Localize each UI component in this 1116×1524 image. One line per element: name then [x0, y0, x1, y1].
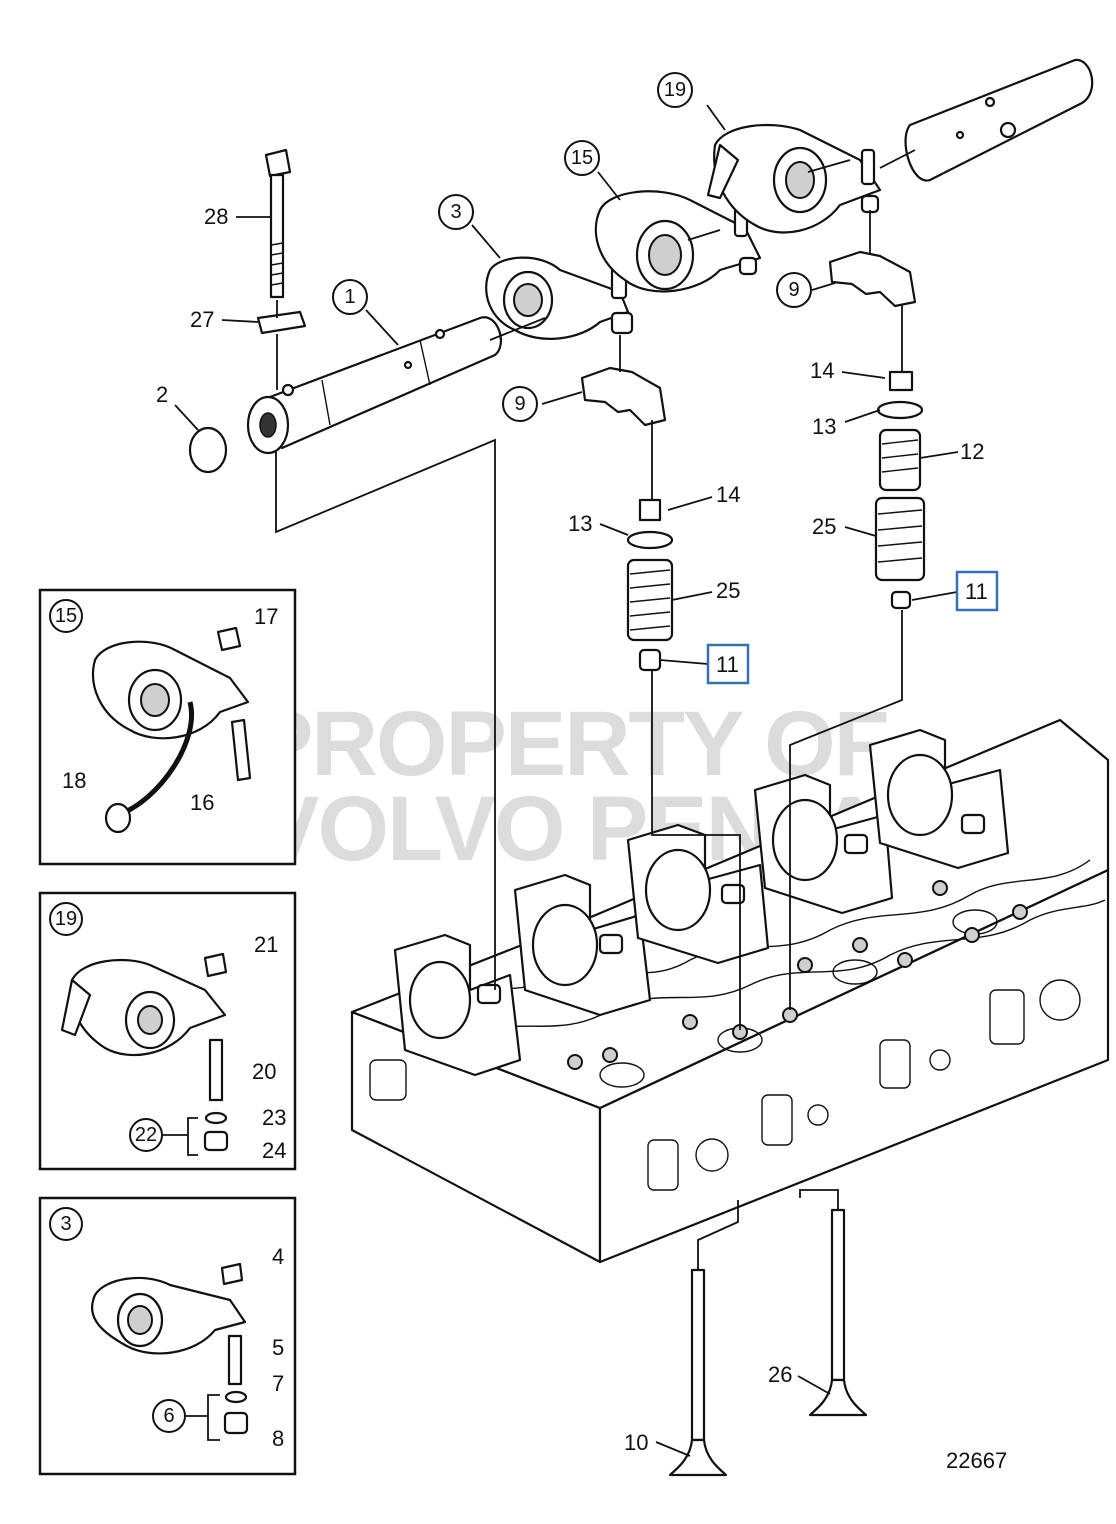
inset-3-id: 3: [60, 1213, 71, 1235]
inset-15-label-18: 18: [62, 768, 86, 793]
inset-19: 19 22 21 20 23 24: [38, 891, 297, 1171]
plug: [188, 426, 228, 474]
svg-text:15: 15: [571, 147, 593, 169]
valve-bridge-right: [828, 250, 917, 308]
callout-10: 10: [624, 1430, 648, 1455]
inset-19-label-23: 23: [262, 1105, 286, 1130]
callout-19: 19: [657, 72, 693, 108]
callout-28: 28: [204, 204, 228, 229]
rocker-shaft-end: [904, 58, 1094, 182]
watermark-line-1: PROPERTY OF: [252, 693, 888, 795]
valve-stack-right: [874, 370, 926, 610]
callout-9-left: 9: [502, 386, 538, 422]
inset-15-id: 15: [55, 605, 77, 627]
rocker-arm-19: [706, 123, 882, 234]
callout-15: 15: [564, 140, 600, 176]
callout-9-right: 9: [776, 272, 812, 308]
callout-11-left: 11: [716, 652, 739, 677]
inset-3-label-7: 7: [272, 1371, 284, 1396]
inset-19-label-20: 20: [252, 1059, 276, 1084]
inset-15-label-16: 16: [190, 790, 214, 815]
callout-13-right: 13: [812, 414, 836, 439]
highlight-box-11-left: [706, 643, 750, 685]
inset-15-label-17: 17: [254, 604, 278, 629]
valve-bridge-left: [580, 366, 667, 427]
inset-3-label-8: 8: [272, 1426, 284, 1451]
callout-12: 12: [960, 439, 984, 464]
callout-2: 2: [156, 382, 168, 407]
inset-19-label-24: 24: [262, 1138, 286, 1163]
valve-stack-left: [626, 498, 674, 672]
svg-text:1: 1: [344, 286, 355, 308]
callout-1: 1: [332, 279, 368, 315]
callout-27: 27: [190, 307, 214, 332]
inset-3-label-5: 5: [272, 1335, 284, 1360]
cylinder-head: [350, 718, 1110, 1264]
svg-text:19: 19: [664, 79, 686, 101]
valve-26: [808, 1208, 868, 1417]
bolt: [264, 148, 292, 299]
valve-seats: [567, 880, 1028, 1088]
callout-14-left: 14: [716, 482, 740, 507]
svg-text:3: 3: [450, 201, 461, 223]
callout-25-left: 25: [716, 578, 740, 603]
inset-3: 3 6 4 5 7 8: [38, 1196, 297, 1476]
svg-text:9: 9: [788, 279, 799, 301]
inset-19-group-22: 22: [135, 1124, 157, 1146]
highlight-box-11-right: [955, 570, 999, 612]
valve-10: [668, 1268, 728, 1477]
rocker-arm-3: [485, 256, 634, 340]
rocker-shaft: [246, 316, 502, 455]
callout-13-left: 13: [568, 511, 592, 536]
inset-19-label-21: 21: [254, 932, 278, 957]
inset-3-label-4: 4: [272, 1244, 284, 1269]
callout-26: 26: [768, 1362, 792, 1387]
callout-11-right: 11: [965, 579, 988, 604]
inset-3-group-6: 6: [163, 1405, 174, 1427]
callout-14-right: 14: [810, 358, 834, 383]
callout-3: 3: [438, 194, 474, 230]
inset-19-id: 19: [55, 908, 77, 930]
drawing-number: 22667: [946, 1448, 1007, 1473]
svg-text:9: 9: [514, 393, 525, 415]
bracket: [256, 310, 307, 335]
leader-lines: [174, 104, 959, 1457]
callout-25-right: 25: [812, 514, 836, 539]
inset-15: 15 17 18 16: [38, 588, 297, 866]
